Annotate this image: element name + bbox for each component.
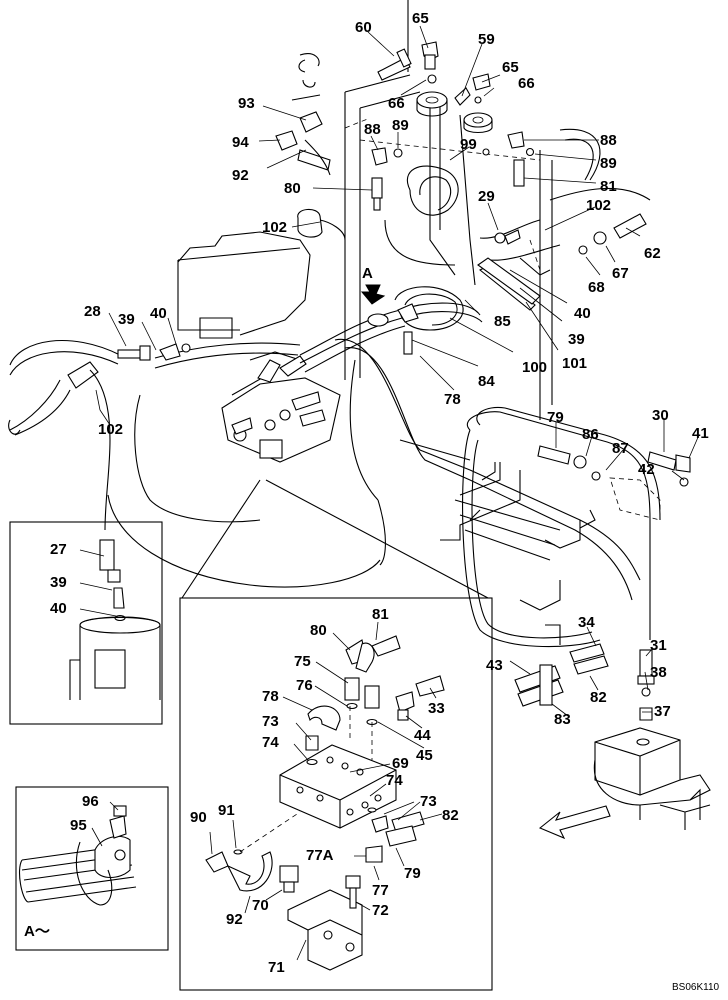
callout-77a: 77A: [306, 847, 334, 864]
callout-80: 80: [310, 622, 327, 639]
callout-73: 73: [262, 713, 279, 730]
callout-75: 75: [294, 653, 311, 670]
callout-89: 89: [600, 155, 617, 172]
callout-102: 102: [586, 197, 611, 214]
view-a-label: A: [362, 265, 373, 282]
callout-92: 92: [226, 911, 243, 928]
fittings-group: [117, 41, 691, 721]
callout-38: 38: [650, 664, 667, 681]
callout-labels: 60 65 59 65 66 66 93 88 89 88 94 99 89 9…: [24, 10, 720, 993]
callout-88: 88: [600, 132, 617, 149]
view-a-arrow-icon: [360, 284, 386, 305]
callout-82: 82: [442, 807, 459, 824]
callout-40: 40: [150, 305, 167, 322]
callout-79: 79: [404, 865, 421, 882]
callout-99: 99: [460, 136, 477, 153]
callout-39: 39: [118, 311, 135, 328]
callout-66: 66: [518, 75, 535, 92]
callout-65: 65: [412, 10, 429, 27]
callout-102: 102: [262, 219, 287, 236]
callout-69: 69: [392, 755, 409, 772]
callout-87: 87: [612, 440, 629, 457]
callout-39: 39: [50, 574, 67, 591]
callout-70: 70: [252, 897, 269, 914]
callout-77: 77: [372, 882, 389, 899]
callout-88: 88: [364, 121, 381, 138]
callout-73: 73: [420, 793, 437, 810]
callout-74: 74: [386, 772, 403, 789]
callout-65: 65: [502, 59, 519, 76]
callout-62: 62: [644, 245, 661, 262]
callout-72: 72: [372, 902, 389, 919]
callout-45: 45: [416, 747, 433, 764]
callout-93: 93: [238, 95, 255, 112]
manifold-exploded-detail: [179, 479, 493, 991]
callout-83: 83: [554, 711, 571, 728]
inset-view-a: [15, 786, 169, 951]
view-a-marker: A～: [24, 923, 50, 940]
callout-101: 101: [562, 355, 587, 372]
callout-78: 78: [262, 688, 279, 705]
callout-89: 89: [392, 117, 409, 134]
callout-34: 34: [578, 614, 595, 631]
callout-37: 37: [654, 703, 671, 720]
callout-100: 100: [522, 359, 547, 376]
callout-96: 96: [82, 793, 99, 810]
callout-67: 67: [612, 265, 629, 282]
callout-79: 79: [547, 409, 564, 426]
callout-78: 78: [444, 391, 461, 408]
callout-85: 85: [494, 313, 511, 330]
callout-30: 30: [652, 407, 669, 424]
inset-cylinder-detail: [9, 521, 163, 725]
callout-90: 90: [190, 809, 207, 826]
callout-81: 81: [372, 606, 389, 623]
drawing-code: BS06K110: [672, 982, 720, 993]
callout-41: 41: [692, 425, 709, 442]
callout-42: 42: [638, 461, 655, 478]
callout-44: 44: [414, 727, 431, 744]
callout-95: 95: [70, 817, 87, 834]
callout-84: 84: [478, 373, 495, 390]
callout-66: 66: [388, 95, 405, 112]
callout-76: 76: [296, 677, 313, 694]
callout-28: 28: [84, 303, 101, 320]
leader-lines: [79, 25, 700, 961]
callout-33: 33: [428, 700, 445, 717]
callout-31: 31: [650, 637, 667, 654]
callout-43: 43: [486, 657, 503, 674]
callout-74: 74: [262, 734, 279, 751]
callout-59: 59: [478, 31, 495, 48]
callout-60: 60: [355, 19, 372, 36]
callout-92: 92: [232, 167, 249, 184]
main-assembly-drawing: [8, 0, 711, 840]
callout-80: 80: [284, 180, 301, 197]
callout-27: 27: [50, 541, 67, 558]
callout-40: 40: [50, 600, 67, 617]
callout-82: 82: [590, 689, 607, 706]
callout-39: 39: [568, 331, 585, 348]
callout-102: 102: [98, 421, 123, 438]
callout-81: 81: [600, 178, 617, 195]
callout-71: 71: [268, 959, 285, 976]
callout-94: 94: [232, 134, 249, 151]
callout-29: 29: [478, 188, 495, 205]
callout-40: 40: [574, 305, 591, 322]
callout-91: 91: [218, 802, 235, 819]
callout-86: 86: [582, 426, 599, 443]
callout-68: 68: [588, 279, 605, 296]
